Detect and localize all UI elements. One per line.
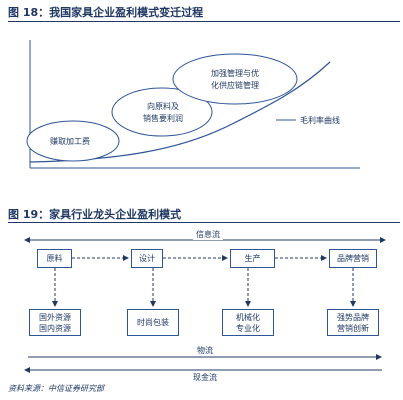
logistics-flow-label: 物流	[197, 346, 213, 355]
stage-3-label: 加强管理与优 化供应链管理	[205, 68, 265, 92]
detail-arrows	[54, 268, 354, 302]
stage-ellipse-3	[172, 53, 298, 105]
curve-label: 毛利率曲线	[300, 116, 340, 125]
source-note: 资料来源：中信证券研究部	[8, 384, 104, 393]
stage-1-label: 赚取加工费	[50, 137, 90, 146]
stage-2-label-line1: 向原料及	[147, 102, 179, 111]
detail-arrowheads	[52, 301, 356, 307]
detail-1-line2: 国内资源	[39, 323, 71, 333]
chain-box-production: 生产	[230, 249, 275, 268]
figure-19-title-rule	[8, 222, 400, 223]
cash-flow-label: 现金流	[193, 373, 217, 382]
detail-4-line1: 强势品牌	[337, 312, 369, 322]
info-flow-label: 信息流	[193, 229, 223, 240]
detail-box-mechanization: 机械化 专业化	[222, 309, 274, 336]
chain-box-brand-marketing: 品牌营销	[329, 249, 377, 268]
chain-box-raw-material: 原料	[37, 249, 72, 268]
stage-ellipse-2	[111, 87, 213, 137]
stage-ellipse-1	[26, 120, 120, 162]
chain-arrowheads	[123, 255, 327, 261]
detail-3-line2: 专业化	[236, 323, 260, 333]
stage-2-label-line2: 销售要利润	[143, 114, 183, 123]
figure-19-title: 图 19：家具行业龙头企业盈利模式	[8, 208, 182, 221]
fig19-flow-lines	[28, 239, 382, 371]
figure-18-title: 图 18：我国家具企业盈利模式变迁过程	[8, 6, 204, 19]
stage-2-label: 向原料及 销售要利润	[143, 101, 183, 125]
detail-box-branding: 强势品牌 营销创新	[327, 309, 379, 336]
fig19-arrowheads	[24, 237, 386, 373]
stage-3-label-line2: 化供应链管理	[211, 81, 259, 90]
figure-18-title-rule	[8, 21, 400, 22]
stage-3-label-line1: 加强管理与优	[211, 69, 259, 78]
detail-box-packaging: 时尚包装	[127, 309, 179, 336]
detail-box-resources: 国外资源 国内资源	[29, 309, 81, 336]
detail-1-line1: 国外资源	[39, 312, 71, 322]
chain-box-design: 设计	[131, 249, 163, 268]
detail-3-line1: 机械化	[236, 312, 260, 322]
detail-4-line2: 营销创新	[337, 323, 369, 333]
